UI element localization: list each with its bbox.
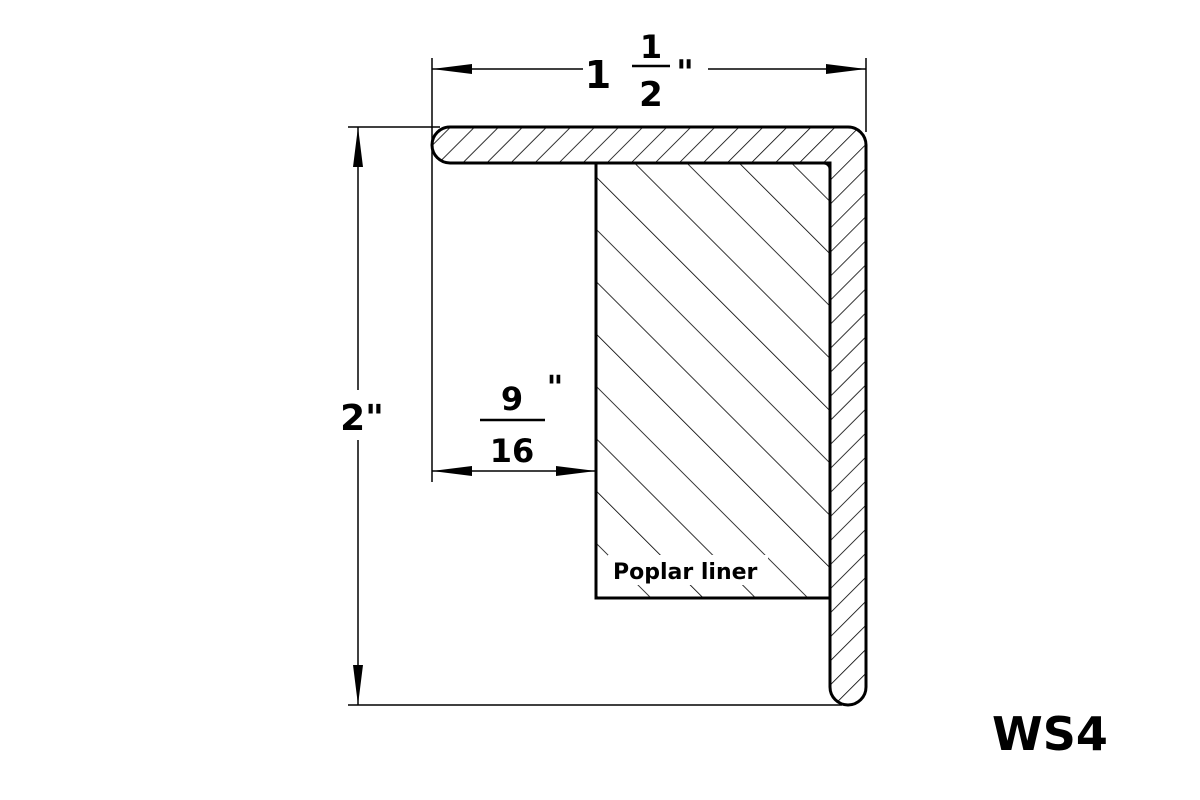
width-dimension	[431, 58, 867, 482]
width-numerator: 1	[640, 28, 662, 66]
height-dimension	[348, 126, 842, 706]
offset-denominator: 16	[490, 432, 535, 470]
height-label: 2"	[340, 398, 384, 439]
liner-label-background	[608, 555, 768, 585]
liner-label: Poplar liner	[613, 560, 758, 585]
width-denominator: 2	[639, 75, 663, 115]
offset-numerator: 9	[501, 380, 523, 418]
width-whole: 1	[585, 53, 611, 97]
offset-unit: "	[547, 368, 564, 406]
poplar-liner-section	[594, 161, 832, 600]
liner-offset-dimension	[432, 418, 596, 476]
part-code: WS4	[992, 707, 1108, 761]
width-unit: "	[676, 53, 694, 93]
